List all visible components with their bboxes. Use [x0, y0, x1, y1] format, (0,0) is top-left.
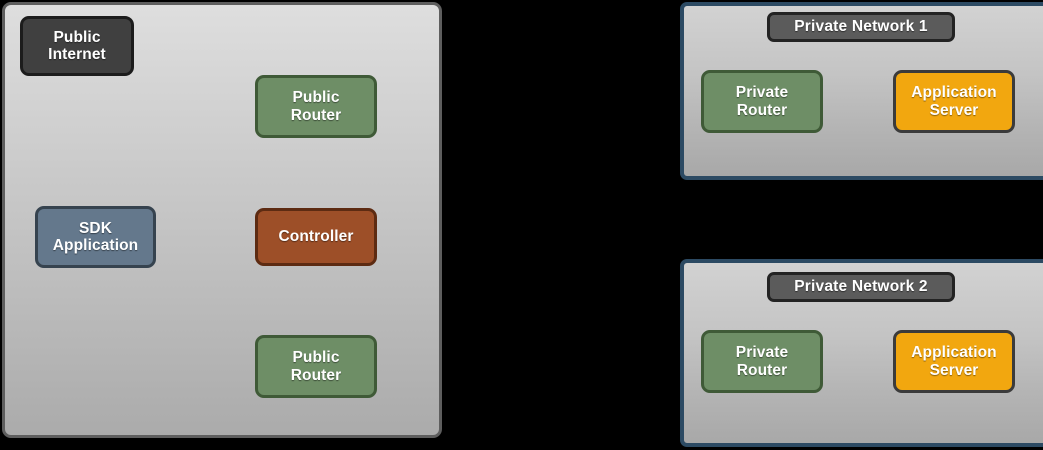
zone-title-private-network-2: Private Network 2 [767, 272, 955, 302]
node-public-internet[interactable]: Public Internet [20, 16, 134, 76]
node-application-server-1[interactable]: Application Server [893, 70, 1015, 133]
node-public-router-bottom[interactable]: Public Router [255, 335, 377, 398]
node-private-router-1[interactable]: Private Router [701, 70, 823, 133]
zone-public-internet-area: Public Internet Public Router SDK Applic… [2, 2, 442, 438]
node-application-server-2[interactable]: Application Server [893, 330, 1015, 393]
node-sdk-application[interactable]: SDK Application [35, 206, 156, 268]
node-public-router-top[interactable]: Public Router [255, 75, 377, 138]
node-private-router-2[interactable]: Private Router [701, 330, 823, 393]
node-controller[interactable]: Controller [255, 208, 377, 266]
zone-title-private-network-1: Private Network 1 [767, 12, 955, 42]
